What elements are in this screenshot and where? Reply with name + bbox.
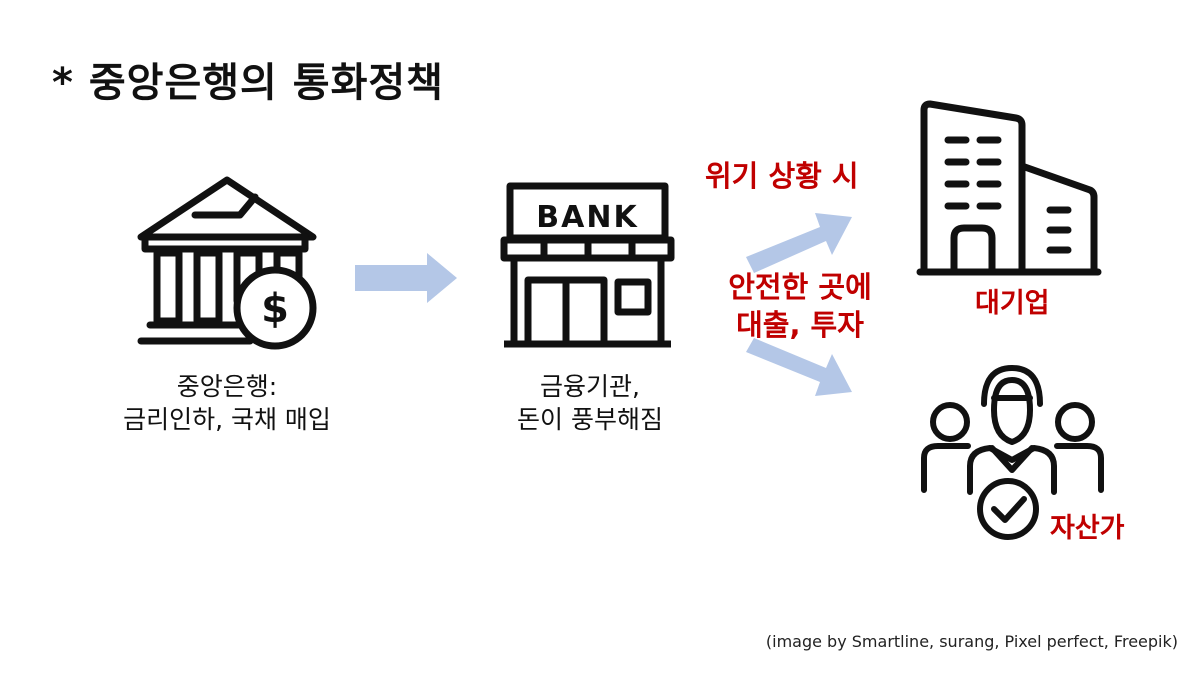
flow-arrow-right xyxy=(355,253,457,303)
image-credit: (image by Smartline, surang, Pixel perfe… xyxy=(765,632,1178,651)
bank-building-icon: BANK xyxy=(500,182,675,348)
central-bank-caption: 중앙은행: 금리인하, 국채 매입 xyxy=(87,370,367,436)
central-bank-caption-line2: 금리인하, 국채 매입 xyxy=(123,405,331,434)
arrow-up-right xyxy=(746,213,852,273)
safe-lending-line2: 대출, 투자 xyxy=(736,308,864,342)
safe-lending-line1: 안전한 곳에 xyxy=(728,270,872,304)
dollar-sign: $ xyxy=(261,286,289,332)
central-bank-caption-line1: 중앙은행: xyxy=(176,372,278,401)
safe-lending-label: 안전한 곳에 대출, 투자 xyxy=(700,268,900,344)
checkmark-badge-icon xyxy=(977,478,1039,540)
investors-group-icon xyxy=(921,365,1104,540)
bank-caption-line2: 돈이 풍부해짐 xyxy=(517,405,663,434)
arrow-down-right xyxy=(746,338,852,396)
bank-caption: 금융기관, 돈이 풍부해짐 xyxy=(470,370,710,436)
corporation-label: 대기업 xyxy=(975,288,1050,319)
central-bank-icon: $ xyxy=(137,176,317,350)
corporate-building-icon xyxy=(916,100,1102,276)
crisis-label: 위기 상황 시 xyxy=(705,159,859,193)
bank-caption-line1: 금융기관, xyxy=(540,372,640,401)
investors-label: 자산가 xyxy=(1050,513,1125,544)
page-title: * 중앙은행의 통화정책 xyxy=(52,60,444,106)
dollar-coin-icon xyxy=(233,266,317,350)
bank-sign: BANK xyxy=(536,200,638,235)
